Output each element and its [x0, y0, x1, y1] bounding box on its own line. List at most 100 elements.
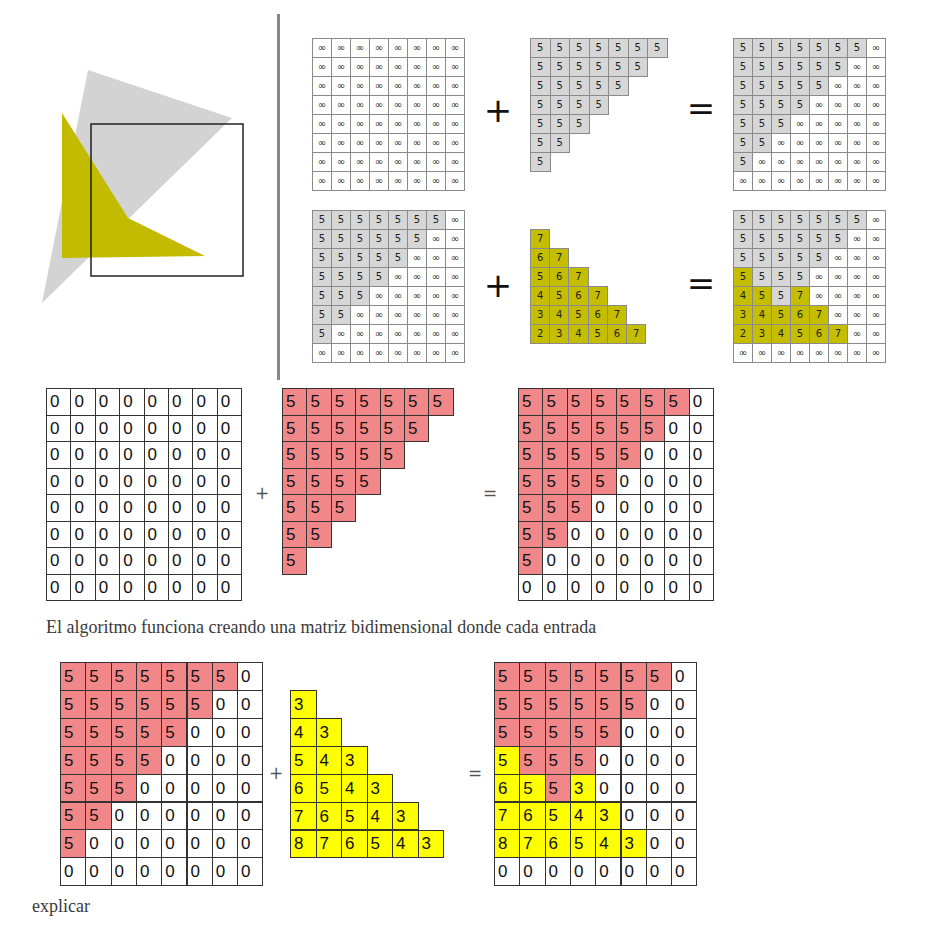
matrix-cell: 5	[790, 248, 810, 268]
triangle-cell: 5	[282, 494, 307, 522]
matrix-cell: 5	[542, 494, 567, 522]
matrix-cell: 5	[518, 494, 543, 522]
triangle-cell: 5	[550, 114, 571, 134]
triangle-cell: 5	[355, 415, 380, 443]
matrix-cell: 5	[771, 248, 791, 268]
matrix-cell: 5	[771, 305, 791, 325]
matrix-cell: ∞	[752, 171, 772, 191]
gray-triangle	[42, 70, 232, 303]
matrix-cell: 0	[192, 494, 217, 522]
matrix-cell: 5	[60, 829, 86, 858]
matrix-cell: 0	[689, 468, 714, 496]
triangle-cell: 5	[628, 57, 649, 77]
matrix-cell: ∞	[866, 267, 886, 287]
triangle-cell: 5	[588, 324, 608, 344]
triangle-cell: 6	[568, 286, 588, 306]
matrix-cell: 0	[621, 746, 647, 775]
matrix-cell: 0	[144, 521, 169, 549]
triangle-cell: 5	[530, 114, 551, 134]
triangle-cell: 5	[530, 152, 551, 172]
matrix-cell: 5	[494, 690, 520, 719]
matrix-cell: 5	[733, 38, 753, 58]
matrix-cell: 5	[828, 38, 848, 58]
matrix-cell: 5	[809, 210, 829, 230]
matrix-cell: ∞	[866, 324, 886, 344]
matrix-cell: 0	[212, 718, 238, 747]
triangle-cell: 4	[568, 324, 588, 344]
matrix-cell: 5	[591, 468, 616, 496]
matrix-cell: ∞	[331, 152, 351, 172]
matrix-cell: 0	[95, 468, 120, 496]
triangle-cell: 5	[589, 38, 610, 58]
triangle-cell: 5	[306, 388, 331, 416]
matrix-cell: ∞	[866, 152, 886, 172]
matrix-cell: 5	[60, 718, 86, 747]
matrix-cell: 5	[790, 76, 810, 96]
matrix-cell: ∞	[426, 343, 446, 363]
matrix-cell: 3	[621, 829, 647, 858]
triangle-cell: 6	[341, 830, 368, 859]
matrix-cell: 5	[570, 690, 596, 719]
matrix-cell: ∞	[331, 343, 351, 363]
matrix-cell: ∞	[407, 248, 427, 268]
matrix-cell: 0	[640, 547, 665, 575]
matrix-cell: 0	[95, 494, 120, 522]
matrix-cell: 5	[312, 248, 332, 268]
matrix-cell: 0	[217, 494, 242, 522]
triangle-cell: 8	[290, 830, 317, 859]
matrix-cell: 0	[595, 857, 621, 886]
matrix-cell: ∞	[847, 324, 867, 344]
matrix-cell: ∞	[809, 114, 829, 134]
matrix-cell: ∞	[388, 133, 408, 153]
matrix-cell: 5	[519, 718, 545, 747]
matrix-cell: 0	[237, 802, 263, 831]
matrix-cell: 5	[733, 152, 753, 172]
matrix-cell: 0	[111, 857, 137, 886]
matrix-cell: 0	[161, 774, 187, 803]
matrix-cell: ∞	[847, 248, 867, 268]
matrix-cell: ∞	[828, 286, 848, 306]
matrix-cell: 5	[790, 324, 810, 344]
matrix-cell: ∞	[847, 114, 867, 134]
matrix-cell: 5	[161, 718, 187, 747]
matrix-cell: 0	[144, 547, 169, 575]
matrix-cell: 0	[144, 388, 169, 416]
matrix-cell: 0	[237, 774, 263, 803]
matrix-cell: 5	[733, 76, 753, 96]
matrix-cell: 5	[494, 662, 520, 691]
matrix-cell: ∞	[388, 76, 408, 96]
matrix-cell: 0	[70, 574, 95, 602]
matrix-cell: ∞	[312, 76, 332, 96]
matrix-cell: 5	[519, 690, 545, 719]
matrix-cell: ∞	[866, 95, 886, 115]
matrix-cell: 0	[60, 857, 86, 886]
matrix-cell: 5	[545, 718, 571, 747]
triangle-cell: 3	[341, 746, 368, 775]
matrix-cell: 0	[640, 494, 665, 522]
matrix-cell: 5	[161, 690, 187, 719]
triangle-cell: 5	[306, 415, 331, 443]
matrix-cell: 5	[85, 802, 111, 831]
matrix-cell: 5	[111, 746, 137, 775]
triangle-cell: 5	[569, 114, 590, 134]
matrix-cell: ∞	[369, 76, 389, 96]
triangle-cell: 7	[316, 830, 343, 859]
matrix-cell: ∞	[847, 343, 867, 363]
matrix-cell: 0	[70, 547, 95, 575]
matrix-cell: 5	[567, 494, 592, 522]
matrix-cell: ∞	[733, 343, 753, 363]
matrix-cell: ∞	[369, 95, 389, 115]
matrix-cell: 0	[595, 746, 621, 775]
matrix-cell: 5	[733, 133, 753, 153]
matrix-cell: 5	[519, 774, 545, 803]
matrix-cell: 5	[388, 229, 408, 249]
matrix-cell: 0	[646, 774, 672, 803]
matrix-cell: ∞	[369, 305, 389, 325]
matrix-cell: 2	[733, 324, 753, 344]
triangle-cell: 5	[355, 441, 380, 469]
matrix-cell: ∞	[407, 267, 427, 287]
matrix-cell: 0	[664, 494, 689, 522]
matrix-cell: 0	[646, 690, 672, 719]
matrix-cell: 0	[46, 388, 71, 416]
